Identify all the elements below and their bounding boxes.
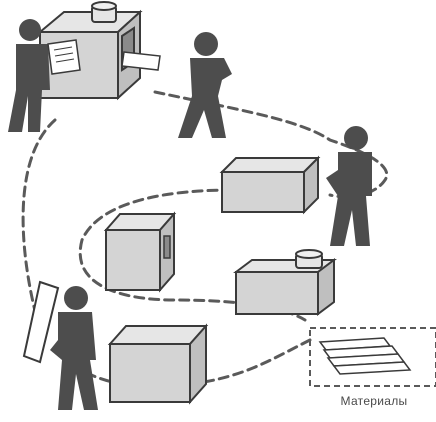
person-icon bbox=[326, 126, 372, 246]
machine-icon bbox=[233, 249, 337, 316]
document-icon bbox=[121, 51, 161, 71]
box-icon bbox=[107, 323, 209, 405]
document-icon bbox=[47, 39, 81, 75]
materials-area bbox=[309, 327, 436, 387]
materials-stack-icon bbox=[318, 337, 412, 375]
box-icon bbox=[103, 211, 177, 293]
document-icon bbox=[22, 280, 60, 364]
person-icon bbox=[178, 32, 232, 138]
materials-label: Материалы bbox=[340, 394, 408, 408]
box-icon bbox=[219, 155, 321, 215]
person-icon bbox=[8, 19, 50, 132]
person-icon bbox=[50, 286, 98, 410]
